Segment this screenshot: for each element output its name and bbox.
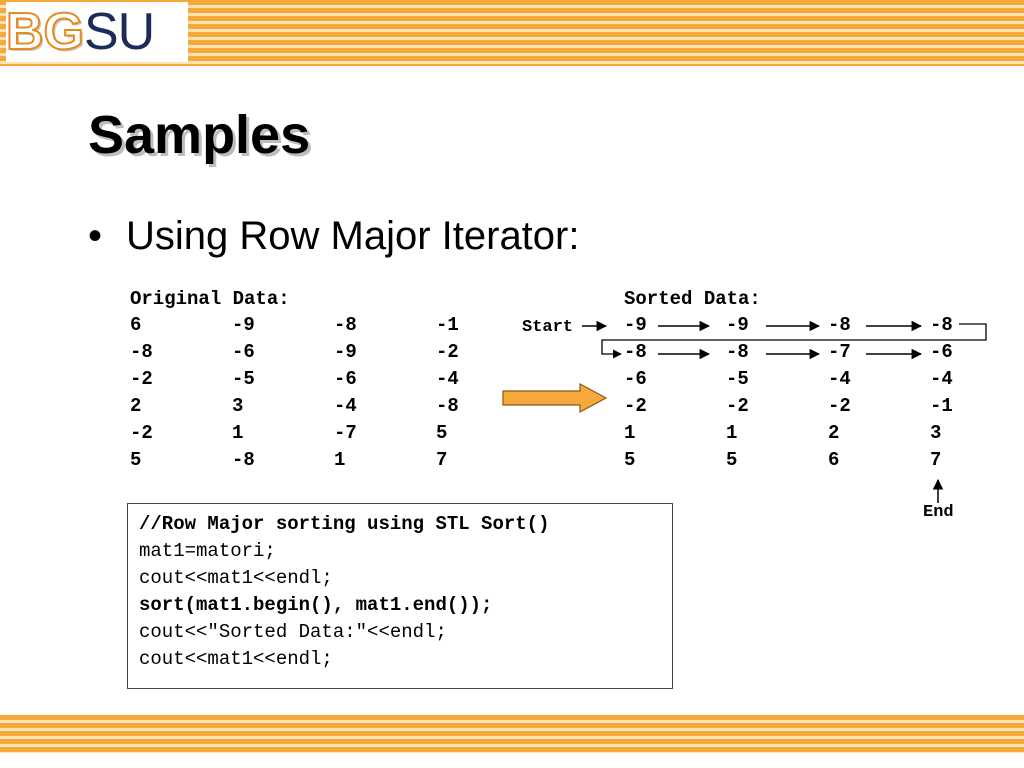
sorted-data-cell: -2 bbox=[624, 395, 647, 417]
code-line: //Row Major sorting using STL Sort() bbox=[139, 513, 550, 535]
original-data-cell: 5 bbox=[130, 449, 142, 471]
code-snippet-box: //Row Major sorting using STL Sort() mat1… bbox=[127, 503, 673, 689]
original-data-cell: -8 bbox=[334, 314, 357, 336]
code-line: sort(mat1.begin(), mat1.end()); bbox=[139, 594, 493, 616]
sorted-data-cell: -2 bbox=[828, 395, 851, 417]
wrap-connector-icon bbox=[601, 323, 987, 359]
original-data-cell: -2 bbox=[436, 341, 459, 363]
original-data-cell: -7 bbox=[334, 422, 357, 444]
original-data-heading: Original Data: bbox=[130, 288, 290, 310]
sorted-data-cell: -4 bbox=[930, 368, 953, 390]
transform-arrow-icon bbox=[502, 382, 608, 414]
logo-text-su: SU bbox=[84, 3, 155, 61]
code-line: mat1=matori; bbox=[139, 540, 276, 562]
original-data-cell: 6 bbox=[130, 314, 142, 336]
original-data-cell: -2 bbox=[130, 422, 153, 444]
original-data-cell: -6 bbox=[232, 341, 255, 363]
original-data-cell: -4 bbox=[436, 368, 459, 390]
sorted-data-cell: 5 bbox=[624, 449, 636, 471]
original-data-cell: -9 bbox=[334, 341, 357, 363]
original-data-cell: 7 bbox=[436, 449, 448, 471]
sorted-data-cell: -8 bbox=[828, 314, 851, 336]
original-data-cell: -1 bbox=[436, 314, 459, 336]
original-data-cell: 3 bbox=[232, 395, 244, 417]
sorted-data-cell: -6 bbox=[930, 341, 953, 363]
bullet-item: • Using Row Major Iterator: bbox=[88, 214, 579, 259]
code-line: cout<<"Sorted Data:"<<endl; bbox=[139, 621, 447, 643]
bullet-text: Using Row Major Iterator: bbox=[126, 214, 580, 258]
sorted-data-cell: 6 bbox=[828, 449, 840, 471]
sorted-data-cell: 1 bbox=[726, 422, 738, 444]
sorted-data-cell: -4 bbox=[828, 368, 851, 390]
code-line: cout<<mat1<<endl; bbox=[139, 567, 333, 589]
end-label: End bbox=[923, 503, 954, 522]
sorted-data-cell: -7 bbox=[828, 341, 851, 363]
original-data-cell: -8 bbox=[130, 341, 153, 363]
original-data-cell: -8 bbox=[232, 449, 255, 471]
sorted-data-cell: -9 bbox=[726, 314, 749, 336]
original-data-cell: 1 bbox=[334, 449, 346, 471]
sorted-data-cell: 2 bbox=[828, 422, 840, 444]
bullet-marker: • bbox=[88, 214, 103, 258]
original-data-cell: -2 bbox=[130, 368, 153, 390]
sorted-data-cell: -1 bbox=[930, 395, 953, 417]
original-data-cell: -8 bbox=[436, 395, 459, 417]
original-data-cell: -5 bbox=[232, 368, 255, 390]
sorted-data-cell: 7 bbox=[930, 449, 942, 471]
sorted-data-cell: -8 bbox=[726, 341, 749, 363]
slide-title: Samples bbox=[88, 105, 311, 165]
footer-stripes bbox=[0, 715, 1024, 753]
sorted-data-cell: 1 bbox=[624, 422, 636, 444]
original-data-cell: 5 bbox=[436, 422, 448, 444]
sorted-data-cell: -8 bbox=[624, 341, 647, 363]
sorted-data-cell: -8 bbox=[930, 314, 953, 336]
code-line: cout<<mat1<<endl; bbox=[139, 648, 333, 670]
original-data-cell: -9 bbox=[232, 314, 255, 336]
sorted-data-cell: 5 bbox=[726, 449, 738, 471]
original-data-cell: 2 bbox=[130, 395, 142, 417]
start-label: Start bbox=[522, 318, 574, 337]
sorted-data-cell: 3 bbox=[930, 422, 942, 444]
sorted-data-heading: Sorted Data: bbox=[624, 288, 761, 310]
original-data-cell: -4 bbox=[334, 395, 357, 417]
sorted-data-cell: -2 bbox=[726, 395, 749, 417]
original-data-cell: -6 bbox=[334, 368, 357, 390]
sorted-data-cell: -9 bbox=[624, 314, 647, 336]
sorted-data-cell: -6 bbox=[624, 368, 647, 390]
logo-text-bg: BG bbox=[5, 3, 85, 61]
original-data-cell: 1 bbox=[232, 422, 244, 444]
sorted-data-cell: -5 bbox=[726, 368, 749, 390]
